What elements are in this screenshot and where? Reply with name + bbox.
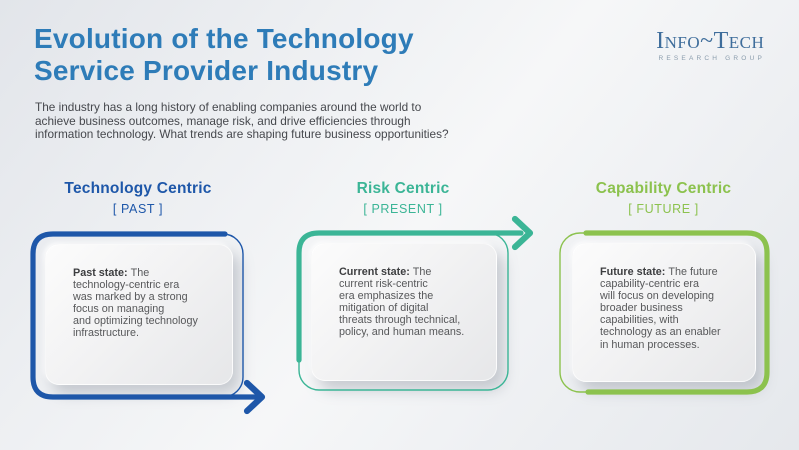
column-era-tag: [ PRESENT ] [363,202,443,216]
infotech-logo: Info~Tech RESEARCH GROUP [655,28,765,62]
arrow-head-icon [243,379,266,415]
column-title: Risk Centric [356,180,450,197]
card-current-state: Current state: The current risk-centric … [311,243,497,381]
card-label: Past state: [73,267,131,279]
card-label: Current state: [339,266,413,278]
card-past-state: Past state: The technology-centric era w… [45,244,233,385]
column-title: Capability Centric [595,180,732,197]
logo-wordmark: Info~Tech [656,28,765,54]
column-header-technology-centric: Technology Centric [ PAST ] [28,180,248,216]
page-title: Evolution of the Technology Service Prov… [34,23,414,86]
column-header-capability-centric: Capability Centric [ FUTURE ] [556,180,771,216]
column-header-risk-centric: Risk Centric [ PRESENT ] [295,180,511,216]
card-body-text: Past state: The technology-centric era w… [73,267,198,340]
column-era-tag: [ FUTURE ] [628,202,699,216]
logo-tagline: RESEARCH GROUP [658,55,765,62]
card-future-state: Future state: The future capability-cent… [572,243,756,382]
slide-subtitle: The industry has a long history of enabl… [35,100,449,142]
column-era-tag: [ PAST ] [112,202,164,216]
column-title: Technology Centric [64,180,212,197]
card-body-text: Current state: The current risk-centric … [339,266,465,339]
arrow-head-icon [511,215,534,251]
card-body-text: Future state: The future capability-cent… [600,266,721,351]
card-label: Future state: [600,266,669,278]
